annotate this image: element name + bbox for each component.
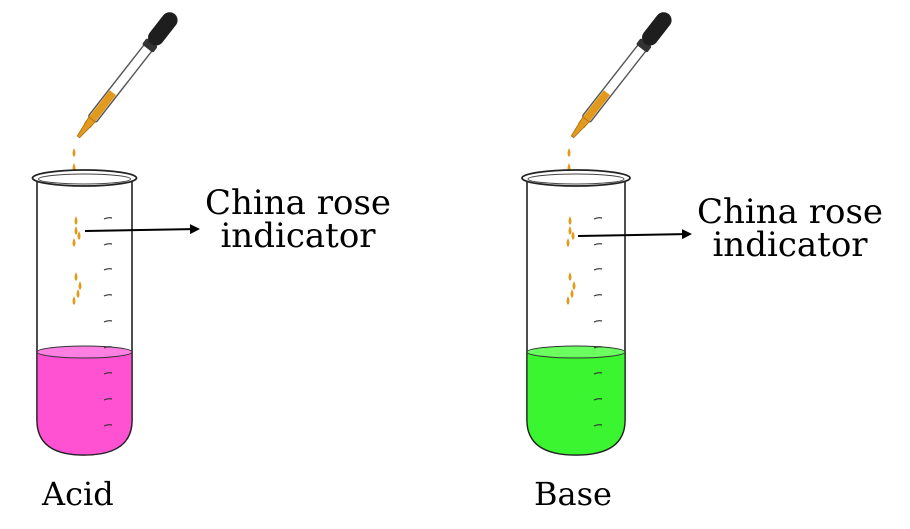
indicator-drop: [78, 281, 82, 290]
acid-dropper: [76, 12, 178, 139]
acid-setup: [31, 12, 200, 456]
base-beaker: [521, 169, 631, 456]
indicator-drop: [568, 216, 572, 225]
indicator-drop: [74, 226, 78, 235]
indicator-drop: [74, 272, 78, 281]
acid-beaker: [31, 169, 138, 456]
indicator-drop: [568, 226, 572, 235]
indicator-drop: [72, 238, 76, 247]
beaker-rim-inner: [527, 173, 625, 185]
indicator-drop: [572, 281, 576, 290]
beaker-rim: [521, 169, 631, 187]
acid-indicator-arrow: [84, 224, 200, 235]
base-indicator-label: China rose indicator: [694, 192, 886, 265]
dropper-indicator-fill: [83, 90, 117, 129]
indicator-drop: [72, 148, 76, 157]
dropper-bulb: [642, 12, 672, 46]
base-indicator-drops: [566, 216, 576, 305]
indicator-drop: [568, 272, 572, 281]
indicator-drop: [566, 296, 570, 305]
acid-label: Acid: [42, 475, 114, 513]
beaker-graduation-marks: [593, 217, 603, 427]
acid-indicator-label: China rose indicator: [204, 183, 392, 256]
indicator-label-line2: indicator: [220, 216, 376, 256]
base-setup: [521, 12, 692, 456]
dropper-tip: [76, 116, 96, 139]
dropper-indicator-fill: [577, 90, 611, 129]
beaker-rim: [31, 169, 138, 187]
indicator-drop: [567, 148, 571, 157]
indicator-label-line2: indicator: [712, 225, 868, 265]
acid-solution: [36, 351, 133, 456]
indicator-drop: [571, 231, 575, 240]
base-dropper: [570, 12, 672, 139]
dropper-collar: [142, 38, 158, 53]
beaker-graduation-marks: [103, 217, 113, 427]
indicator-label-line1: China rose: [696, 192, 884, 232]
base-indicator-arrow: [577, 229, 692, 240]
dropper-collar: [636, 38, 652, 53]
indicator-drop: [72, 296, 76, 305]
base-solution: [526, 351, 626, 456]
indicator-drop: [74, 216, 78, 225]
indicator-drop: [566, 238, 570, 247]
dropper-tip: [570, 116, 590, 139]
acid-solution-surface: [36, 345, 133, 359]
indicator-drop: [76, 289, 80, 298]
indicator-drop: [570, 289, 574, 298]
dropper-bulb: [148, 12, 178, 46]
indicator-drop: [77, 231, 81, 240]
base-label: Base: [534, 475, 612, 513]
acid-indicator-drops: [72, 216, 82, 305]
beaker-rim-inner: [38, 173, 131, 185]
indicator-label-line1: China rose: [204, 183, 392, 223]
base-solution-surface: [526, 345, 626, 359]
